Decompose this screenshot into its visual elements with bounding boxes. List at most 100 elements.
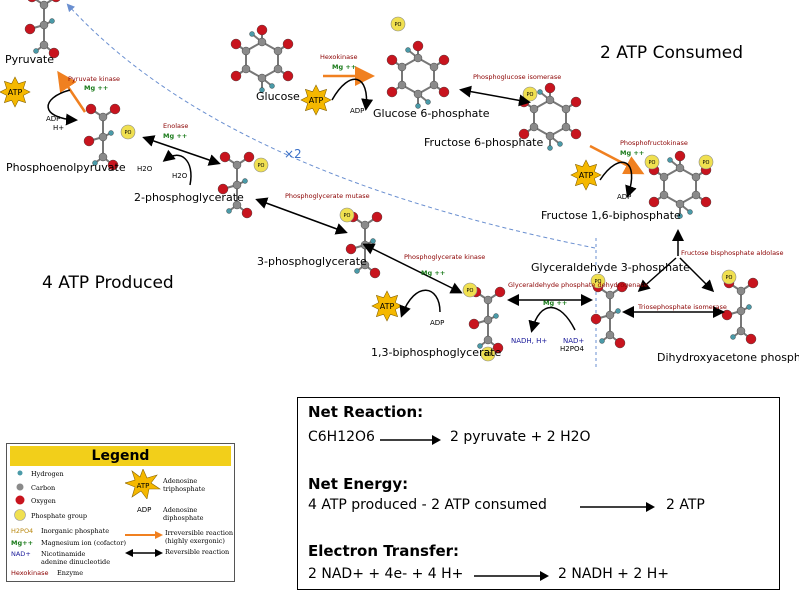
mg-pyruvate-kinase: Mg ++ bbox=[84, 84, 108, 92]
atp-pgk-icon: ATP bbox=[371, 290, 403, 322]
svg-text:ATP: ATP bbox=[137, 482, 150, 490]
recycle-dashed-arrow bbox=[66, 3, 596, 249]
h-plus-pk: H+ bbox=[53, 124, 64, 132]
phosphoenolpyruvate-molecule: PO bbox=[83, 103, 136, 171]
water-enolase: H2O bbox=[172, 172, 188, 180]
svg-text:PO: PO bbox=[485, 352, 492, 358]
mg-pfk: Mg ++ bbox=[620, 149, 644, 157]
net-reaction-lhs: C6H12O6 bbox=[308, 429, 375, 445]
atp-pyruvate-kinase-icon: ATP bbox=[0, 76, 31, 108]
legend-atp-icon: ATP bbox=[125, 469, 161, 499]
svg-text:ATP: ATP bbox=[579, 171, 594, 180]
legend-adp: Adenosine diphosphate bbox=[163, 506, 204, 522]
pgi-arrow bbox=[459, 85, 531, 107]
pyruvate-molecule bbox=[24, 0, 61, 59]
svg-text:ATP: ATP bbox=[309, 96, 324, 105]
summary-box: Net Reaction: C6H12O6 2 pyruvate + 2 H2O… bbox=[297, 397, 780, 590]
nad-gapdh: NAD+ bbox=[563, 337, 584, 345]
net-reaction-arrow bbox=[380, 435, 441, 445]
legend-title: Legend bbox=[10, 446, 231, 466]
carbon-icon bbox=[16, 483, 24, 491]
1-3-biphosphoglycerate-molecule: PO PO bbox=[462, 282, 506, 362]
h2po4-gapdh: H2PO4 bbox=[560, 345, 584, 353]
enzyme-aldolase: Fructose bisphosphate aldolase bbox=[681, 249, 783, 257]
electron-transfer-title: Electron Transfer: bbox=[308, 542, 460, 560]
mg-hexokinase: Mg ++ bbox=[332, 63, 356, 71]
aldolase-arrow-right bbox=[679, 257, 715, 293]
pgm-arrow bbox=[255, 197, 348, 235]
legend-reversible: Reversible reaction bbox=[165, 548, 230, 556]
svg-text:PO: PO bbox=[467, 288, 474, 294]
legend-carbon: Carbon bbox=[31, 484, 56, 492]
nadh-gapdh: NADH, H+ bbox=[511, 337, 547, 345]
svg-text:PO: PO bbox=[527, 92, 534, 98]
phosphate-icon bbox=[14, 509, 26, 521]
legend-enzyme-symbol: Hexokinase bbox=[11, 569, 49, 577]
net-reaction-title: Net Reaction: bbox=[308, 403, 424, 421]
legend-nad-symbol: NAD+ bbox=[11, 550, 31, 558]
net-energy-rhs: 2 ATP bbox=[666, 497, 705, 513]
mg-pgk: Mg ++ bbox=[421, 269, 445, 277]
atp-pfk-icon: ATP bbox=[570, 159, 602, 191]
legend-hydrogen: Hydrogen bbox=[31, 470, 64, 478]
label-phosphoenolpyruvate: Phosphoenolpyruvate bbox=[6, 161, 126, 174]
2-phosphoglycerate-molecule: PO bbox=[217, 151, 269, 219]
aldolase-arrow-left bbox=[637, 257, 677, 292]
legend-nad: Nicotinamide adenine dinucleotide bbox=[41, 550, 111, 566]
legend-symbols bbox=[14, 470, 26, 521]
legend-inorganic-symbol: H2PO4 bbox=[11, 527, 34, 535]
legend-reversible-arrow bbox=[125, 549, 163, 557]
enzyme-enolase: Enolase bbox=[163, 122, 188, 130]
adp-hexokinase: ADP bbox=[350, 107, 364, 115]
label-fructose-1-6-biphosphate: Fructose 1,6-biphosphate bbox=[541, 209, 681, 222]
net-energy-lhs: 4 ATP produced - 2 ATP consumed bbox=[308, 497, 547, 513]
electron-transfer-rhs: 2 NADH + 2 H+ bbox=[558, 566, 669, 582]
enzyme-hexokinase: Hexokinase bbox=[320, 53, 357, 61]
enzyme-gapdh: Glyceraldehyde phosphate dehydrogenase bbox=[508, 281, 648, 289]
net-energy-arrow bbox=[580, 502, 655, 512]
svg-text:PO: PO bbox=[258, 163, 265, 169]
legend-inorganic: Inorganic phosphate bbox=[41, 527, 110, 535]
legend-phosphate: Phosphate group bbox=[31, 512, 88, 520]
svg-text:ATP: ATP bbox=[380, 302, 395, 311]
electron-transfer-lhs: 2 NAD+ + 4e- + 4 H+ bbox=[308, 566, 464, 582]
atp-produced-header: 4 ATP Produced bbox=[42, 273, 174, 293]
label-dihydroxyacetone-phosphate: Dihydroxyacetone phosphate bbox=[657, 351, 799, 364]
label-pyruvate: Pyruvate bbox=[5, 53, 54, 66]
adp-pk: ADP bbox=[46, 115, 60, 123]
svg-text:PO: PO bbox=[649, 160, 656, 166]
water-enolase-out: H2O bbox=[137, 165, 153, 173]
legend-mg-symbol: Mg++ bbox=[11, 539, 34, 547]
pfk-atp-arrow bbox=[599, 161, 637, 198]
glyceraldehyde-3-phosphate-molecule: PO bbox=[590, 273, 628, 349]
enzyme-pgk: Phosphoglycerate kinase bbox=[404, 253, 485, 261]
enzyme-pfk: Phosphofructokinase bbox=[620, 139, 688, 147]
label-glucose: Glucose bbox=[256, 90, 300, 103]
pfk-arrow bbox=[589, 144, 645, 175]
legend-enzyme: Enzyme bbox=[57, 569, 84, 577]
pgk-arrow bbox=[362, 243, 463, 294]
label-1-3-biphosphoglycerate: 1,3-biphosphoglycerate bbox=[371, 346, 502, 359]
times-two-label: ×2 bbox=[284, 147, 302, 161]
mg-gapdh: Mg ++ bbox=[543, 299, 567, 307]
gapdh-nad-arrow bbox=[528, 306, 576, 333]
mg-enolase: Mg ++ bbox=[163, 132, 187, 140]
atp-hexokinase-icon: ATP bbox=[300, 84, 332, 116]
electron-transfer-arrow bbox=[474, 571, 549, 581]
enolase-arrow bbox=[142, 135, 221, 166]
oxygen-icon bbox=[15, 495, 25, 505]
legend-irreversible-arrow bbox=[125, 531, 163, 539]
glucose-molecule bbox=[230, 24, 294, 93]
enzyme-pgi: Phosphoglucose isomerase bbox=[473, 73, 561, 81]
legend: Legend Hydrogen Carbon Oxygen Phosphate … bbox=[6, 443, 235, 582]
enzyme-pyruvate-kinase: Pyruvate kinase bbox=[68, 75, 120, 83]
enzyme-tpi: Triosephosphate isomerase bbox=[637, 303, 727, 311]
svg-text:PO: PO bbox=[395, 22, 402, 28]
net-energy-title: Net Energy: bbox=[308, 475, 409, 493]
legend-adp-symbol: ADP bbox=[137, 506, 152, 514]
legend-oxygen: Oxygen bbox=[31, 497, 56, 505]
svg-text:PO: PO bbox=[726, 275, 733, 281]
label-2-phosphoglycerate: 2-phosphoglycerate bbox=[134, 191, 244, 204]
